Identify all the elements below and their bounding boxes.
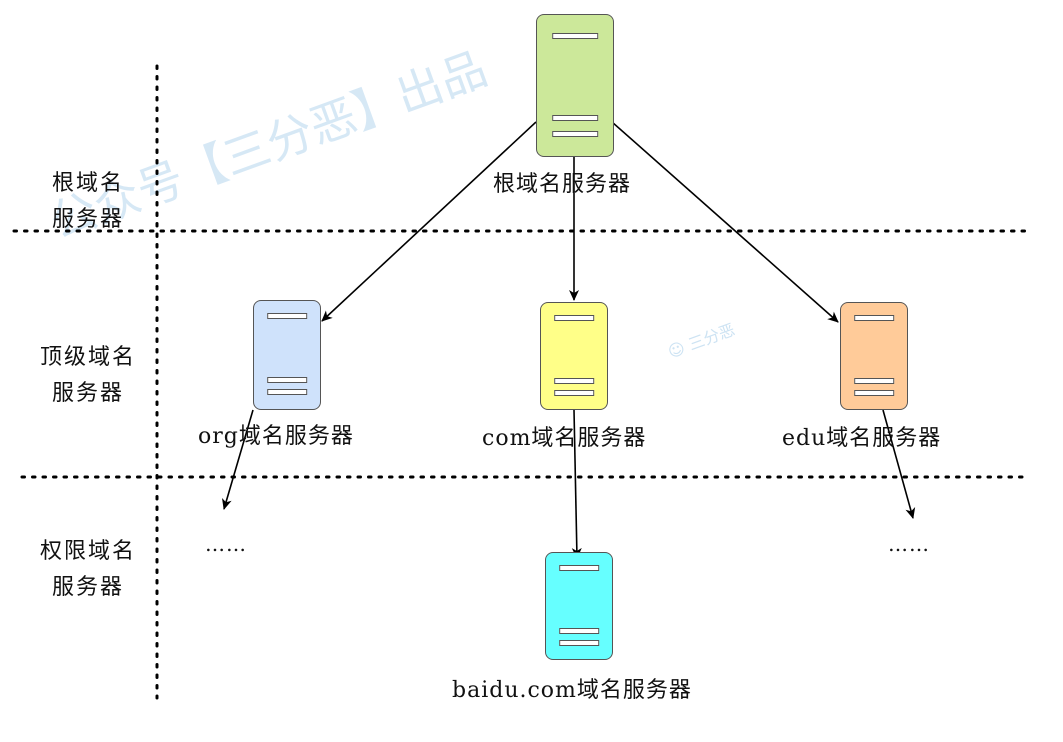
arrow-com-to-baidu bbox=[571, 409, 582, 559]
com-server-label: com域名服务器 bbox=[482, 426, 647, 451]
arrow-edu-to-more bbox=[882, 409, 916, 519]
level-label-authoritative-line2: 服务器 bbox=[51, 575, 124, 600]
org-server-icon bbox=[253, 300, 321, 410]
baidu-server-icon bbox=[545, 552, 613, 660]
level-label-root: 根域名 服务器 bbox=[18, 166, 158, 238]
level-label-top-level-line1: 顶级域名 bbox=[39, 345, 136, 370]
level-label-authoritative-line1: 权限域名 bbox=[39, 539, 136, 564]
arrow-root-to-edu bbox=[611, 121, 839, 323]
level-label-authoritative: 权限域名 服务器 bbox=[18, 534, 158, 606]
edu-server-label: edu域名服务器 bbox=[782, 426, 942, 451]
baidu-server-label: baidu.com域名服务器 bbox=[452, 678, 692, 703]
root-server-label: 根域名服务器 bbox=[493, 172, 632, 197]
edu-server-icon bbox=[840, 302, 908, 410]
level-label-top-level: 顶级域名 服务器 bbox=[18, 340, 158, 412]
level-label-root-line1: 根域名 bbox=[51, 171, 124, 196]
root-server-icon bbox=[536, 14, 614, 157]
ellipsis-left: …… bbox=[205, 532, 247, 556]
arrow-root-to-org bbox=[321, 121, 537, 322]
level-label-top-level-line2: 服务器 bbox=[51, 381, 124, 406]
com-server-icon bbox=[540, 302, 608, 410]
ellipsis-right: …… bbox=[888, 532, 930, 556]
arrow-org-to-more bbox=[222, 409, 254, 510]
level-label-root-line2: 服务器 bbox=[51, 207, 124, 232]
org-server-label: org域名服务器 bbox=[198, 424, 354, 449]
